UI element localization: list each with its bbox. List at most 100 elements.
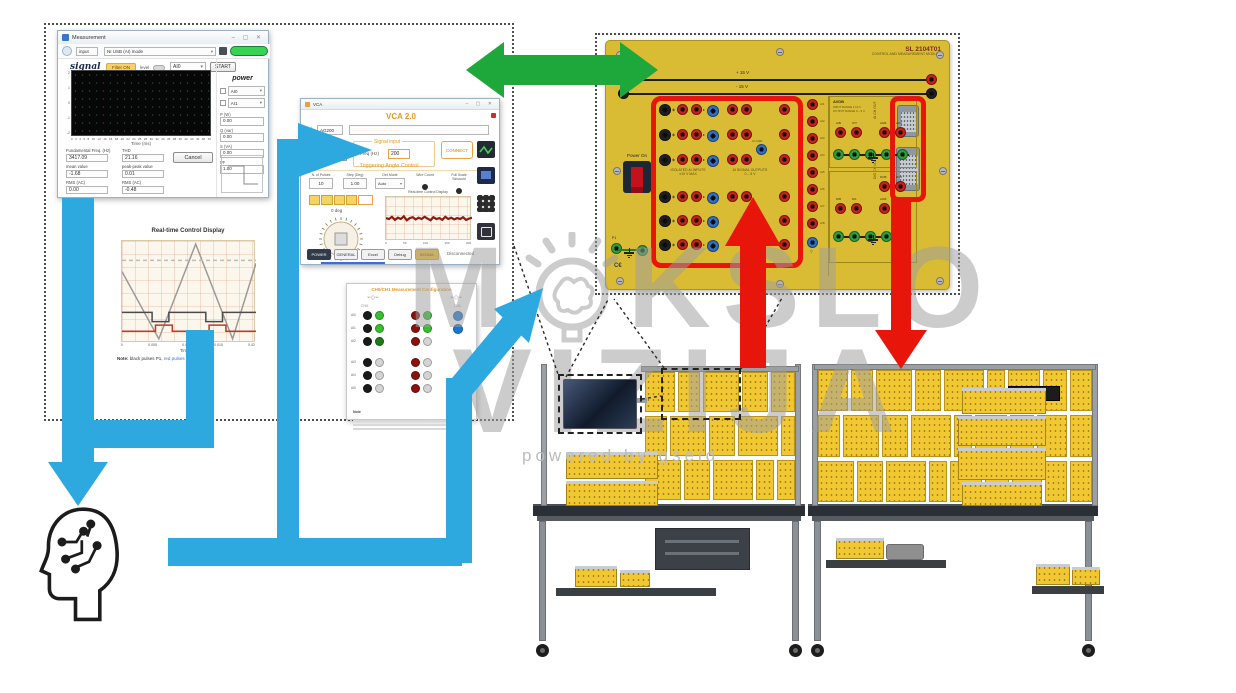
ground-symbol-icon xyxy=(626,254,632,256)
screw-icon xyxy=(613,167,621,175)
scope-x-tick: 24 xyxy=(132,137,136,141)
note-label: Note xyxy=(353,410,361,414)
rt-x-tick: 0.01 xyxy=(182,343,189,347)
section-line: OUTPUT RANGE 0 – 5 V xyxy=(833,109,865,113)
rt-chart-plot xyxy=(121,240,257,342)
maximize-button[interactable]: ▢ xyxy=(242,35,252,41)
symbol: ▸ xyxy=(703,132,706,137)
start-button[interactable]: START xyxy=(210,62,236,72)
banana-jack xyxy=(707,239,719,252)
power-field-label: P (W) xyxy=(220,111,231,117)
freq-value[interactable]: 200 xyxy=(388,149,410,159)
banana-jack xyxy=(677,239,688,250)
field-label: peak-peak value xyxy=(122,164,153,169)
banana-jack xyxy=(779,215,790,226)
close-button[interactable]: ✕ xyxy=(255,35,264,41)
vca-control-radio[interactable] xyxy=(422,184,428,190)
input-chip[interactable]: input xyxy=(76,47,98,56)
vca-button[interactable]: POWER xyxy=(307,249,331,260)
signal-logo: signal xyxy=(70,62,101,72)
cancel-button[interactable]: Cancel xyxy=(173,152,213,163)
trigger-angle-knob[interactable] xyxy=(315,213,367,265)
vca-link[interactable] xyxy=(321,262,385,264)
banana-jack xyxy=(691,154,702,165)
board-subtitle: CONTROL AND MEASUREMENT MODULE xyxy=(871,52,941,56)
acquire-indicator[interactable] xyxy=(230,46,268,56)
device-combo[interactable]: NI USB (AI) mode▾ xyxy=(104,47,216,56)
scope-x-tick: 34 xyxy=(161,137,165,141)
power-switch[interactable] xyxy=(623,161,651,193)
device-shortcut-icon[interactable] xyxy=(477,167,495,184)
banana-jack xyxy=(707,191,719,204)
chevron-down-icon: ▾ xyxy=(200,64,203,70)
device-chip[interactable]: AG200 xyxy=(317,125,343,135)
screw-icon xyxy=(939,167,947,175)
radio-dot[interactable] xyxy=(220,88,226,94)
scope-x-tick: 30 xyxy=(149,137,153,141)
oscilloscope-display[interactable] xyxy=(71,70,211,136)
note-blue: red pulses P5 xyxy=(163,356,192,361)
scope-x-tick: 20 xyxy=(120,137,124,141)
vca-mini-chart-title: Real-time Control Display xyxy=(408,190,448,194)
banana-jack xyxy=(926,74,937,85)
vca-button[interactable]: GENERAL xyxy=(334,249,358,260)
diode-glyph-icon: ⌁◇⌁ xyxy=(450,295,462,301)
led-indicator xyxy=(363,358,372,367)
vca-titlebar[interactable]: VCA – ▢ ✕ xyxy=(301,99,499,110)
symbol: ▸ xyxy=(703,157,706,162)
power-header: power xyxy=(232,75,253,82)
led-indicator xyxy=(411,358,420,367)
power-field-label: Q (var) xyxy=(220,127,234,133)
vca-button[interactable]: SIGNAL xyxy=(415,249,439,260)
vca-control-input[interactable]: 1.00 xyxy=(343,178,367,189)
control-tablet[interactable] xyxy=(563,379,637,429)
camera-icon[interactable] xyxy=(219,47,227,55)
connect-button[interactable]: CONNECT xyxy=(441,141,473,159)
vca-button[interactable]: Excel xyxy=(361,249,385,260)
minimize-button[interactable]: – xyxy=(231,35,238,41)
matrix-shortcut-icon[interactable] xyxy=(477,195,495,212)
measurement-toolbar: input NI USB (AI) mode▾ xyxy=(58,44,270,59)
scope-x-tick: 14 xyxy=(103,137,107,141)
window-title: Measurement xyxy=(72,34,106,41)
radio-dot[interactable] xyxy=(220,100,226,106)
knob-value: 0 deg xyxy=(331,208,343,213)
banana-jack xyxy=(881,149,892,160)
banana-jack xyxy=(779,239,790,250)
led-config-panel: CH0/CH1 Measurement Configuration ⌁◇⌁ ⌁◇… xyxy=(346,283,477,430)
freq-label: Freq (Hz) xyxy=(360,151,379,156)
scope-shortcut-icon[interactable] xyxy=(477,141,495,158)
banana-jack xyxy=(851,203,862,214)
green-double-arrow xyxy=(466,42,658,98)
power-channel-select[interactable]: AI0▾ xyxy=(227,86,265,96)
ground-symbol-icon xyxy=(870,159,876,161)
vca-control-radio[interactable] xyxy=(456,188,462,194)
vca-control-label: Det Mode xyxy=(382,173,398,177)
ground-symbol-icon xyxy=(872,162,874,164)
avdb-section xyxy=(829,96,917,168)
vca-control-input[interactable]: 10 xyxy=(309,178,333,189)
vca-button[interactable]: Debug xyxy=(388,249,412,260)
banana-jack xyxy=(727,129,738,140)
jack-label: DOB xyxy=(880,175,887,179)
ai-strip-label: AI2 xyxy=(820,119,825,123)
banana-jack xyxy=(807,184,818,195)
board-model: SL 2104T01 xyxy=(905,46,941,53)
config-combo[interactable]: · · · · · · · · · · · · · · · · · · · · xyxy=(349,125,489,135)
ground-symbol-icon xyxy=(868,157,878,159)
pulse-segmented-control[interactable] xyxy=(309,195,374,205)
ai-strip-label: AI3 xyxy=(820,136,825,140)
power-channel-select[interactable]: AI1▾ xyxy=(227,98,265,108)
banana-jack xyxy=(707,154,719,167)
display-shortcut-icon[interactable] xyxy=(477,223,495,240)
app-icon xyxy=(62,34,69,41)
banana-jack xyxy=(677,129,688,140)
banana-jack xyxy=(741,154,752,165)
banana-jack xyxy=(659,104,671,116)
banana-jack xyxy=(691,129,702,140)
vca-control-combo[interactable]: Auto▾ xyxy=(375,178,405,189)
